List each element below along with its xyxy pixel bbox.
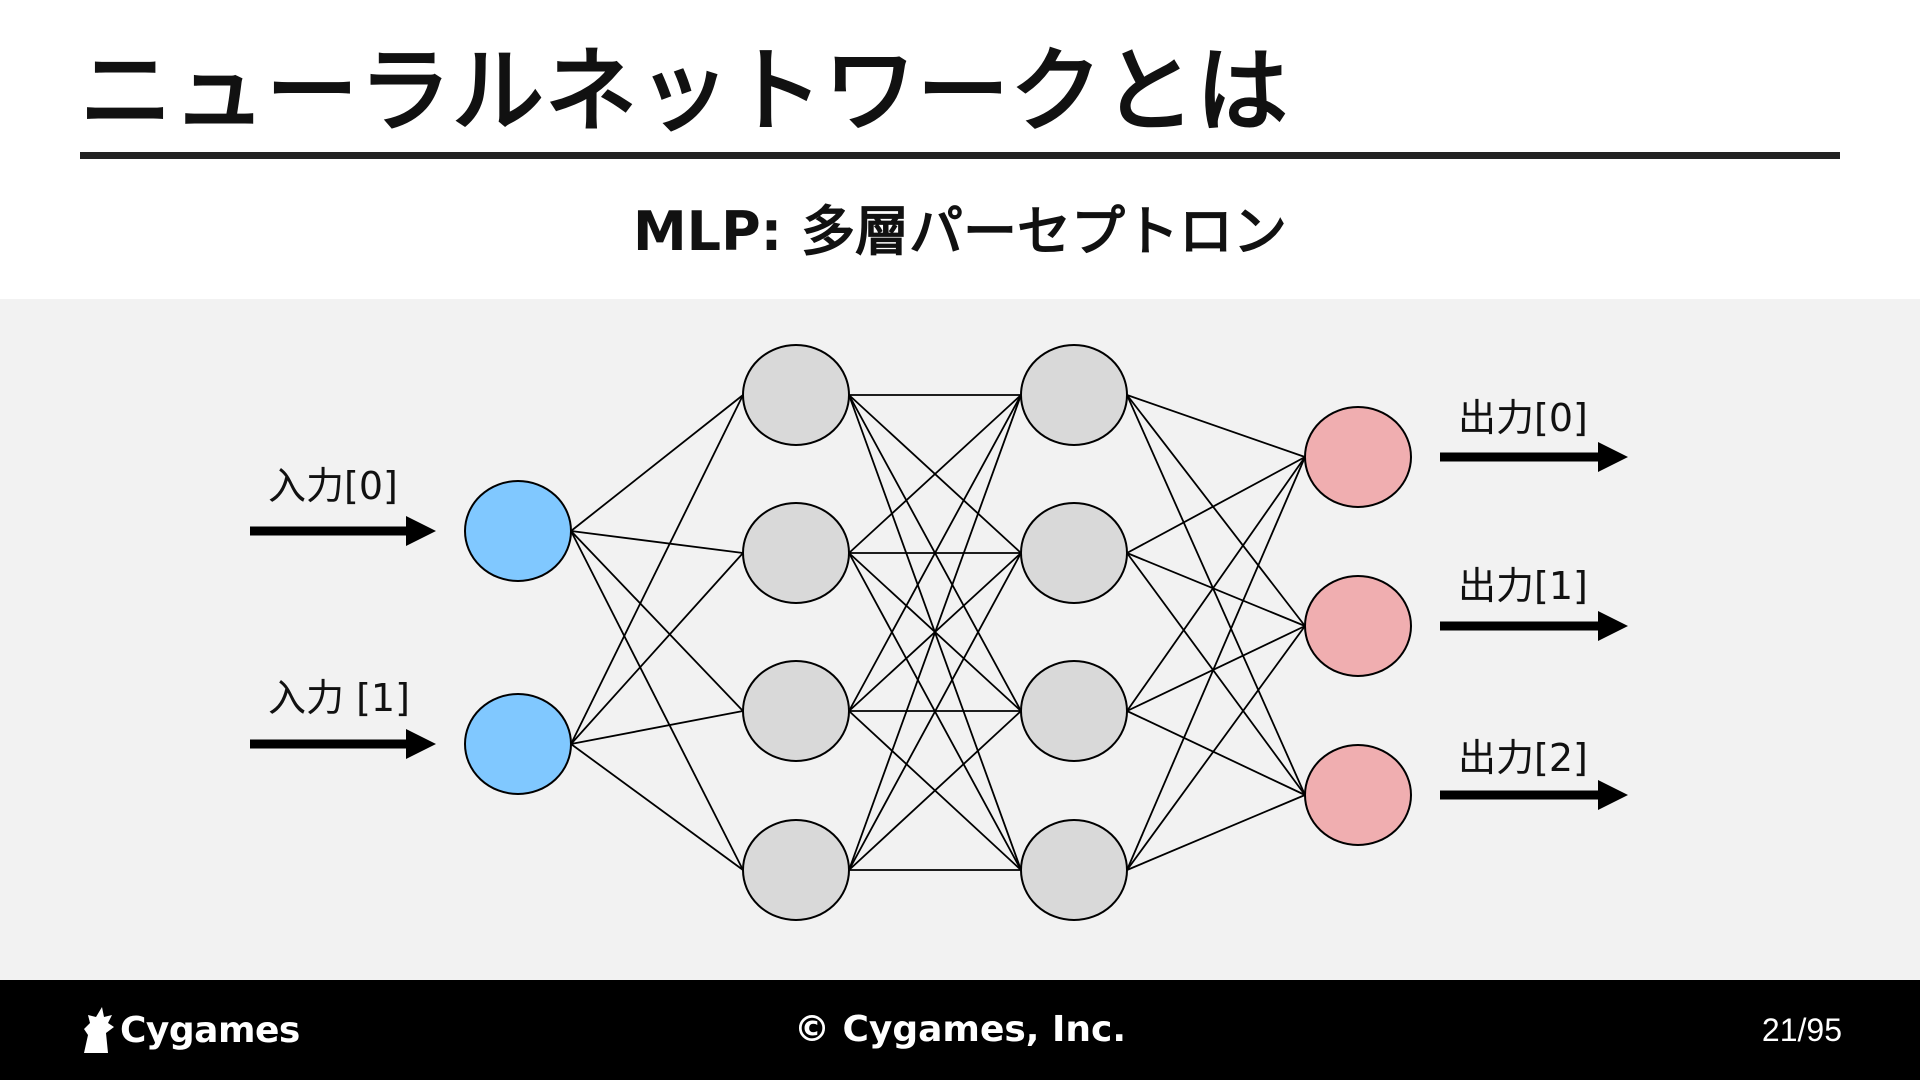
mlp-diagram: 入力[0] 入力 [1] 出力[0] 出力[1] 出力[2] — [250, 344, 1628, 921]
connection-line — [570, 394, 744, 745]
hidden1-node — [742, 819, 850, 921]
cygames-knight-icon — [84, 1007, 114, 1053]
connection-line — [1126, 456, 1306, 554]
output-node — [1304, 744, 1412, 846]
connection-line — [848, 552, 1022, 871]
output-arrow — [1440, 780, 1628, 810]
mlp-diagram-panel: 入力[0] 入力 [1] 出力[0] 出力[1] 出力[2] — [0, 299, 1920, 980]
label-layer: 入力[0] 入力 [1] 出力[0] 出力[1] 出力[2] — [268, 396, 1588, 780]
hidden1-node — [742, 502, 850, 604]
hidden2-node — [1020, 344, 1128, 446]
output-label: 出力[1] — [1458, 564, 1588, 608]
connection-line — [1126, 710, 1306, 796]
connection-line — [848, 394, 1022, 712]
input-label: 入力 [1] — [268, 676, 410, 720]
output-arrow — [1440, 611, 1628, 641]
connection-line — [1126, 552, 1306, 627]
connection-line — [570, 394, 744, 532]
connection-line — [848, 710, 1022, 871]
connection-line — [570, 710, 744, 745]
connection-line — [1126, 794, 1306, 871]
output-node — [1304, 575, 1412, 677]
hidden1-node — [742, 660, 850, 762]
cygames-logo: Cygames — [78, 1002, 300, 1058]
connection-line — [848, 394, 1022, 871]
input-node — [464, 480, 572, 582]
connection-line — [1126, 394, 1306, 796]
slide-title: ニューラルネットワークとは — [80, 38, 1290, 145]
input-node — [464, 693, 572, 795]
connection-line — [848, 394, 1022, 554]
connection-line — [570, 552, 744, 745]
output-label: 出力[2] — [1458, 736, 1588, 780]
connection-line — [1126, 625, 1306, 712]
hidden2-node — [1020, 660, 1128, 762]
node-layer — [464, 344, 1412, 921]
input-label: 入力[0] — [268, 464, 398, 508]
input-arrow — [250, 516, 436, 546]
page-number: 21/95 — [1761, 1012, 1842, 1048]
output-node — [1304, 406, 1412, 508]
connection-line — [1126, 394, 1306, 458]
connection-line — [1126, 456, 1306, 871]
title-divider — [80, 152, 1840, 159]
connection-line — [570, 530, 744, 871]
connection-line — [1126, 625, 1306, 871]
input-arrow — [250, 729, 436, 759]
footer-bar: Cygames © Cygames, Inc. 21/95 — [0, 980, 1920, 1080]
slide-subtitle: MLP: 多層パーセプトロン — [632, 200, 1288, 263]
connection-line — [1126, 552, 1306, 796]
hidden2-node — [1020, 502, 1128, 604]
hidden1-node — [742, 344, 850, 446]
connection-line — [570, 530, 744, 554]
output-arrow — [1440, 442, 1628, 472]
output-label: 出力[0] — [1458, 396, 1588, 440]
arrow-layer — [250, 442, 1628, 810]
connection-line — [1126, 456, 1306, 712]
connection-line — [570, 743, 744, 871]
footer-copyright: © Cygames, Inc. — [793, 1009, 1127, 1050]
connection-layer — [570, 394, 1306, 871]
footer-logo-text: Cygames — [120, 1009, 300, 1051]
connection-line — [1126, 394, 1306, 627]
connection-line — [570, 530, 744, 712]
hidden2-node — [1020, 819, 1128, 921]
